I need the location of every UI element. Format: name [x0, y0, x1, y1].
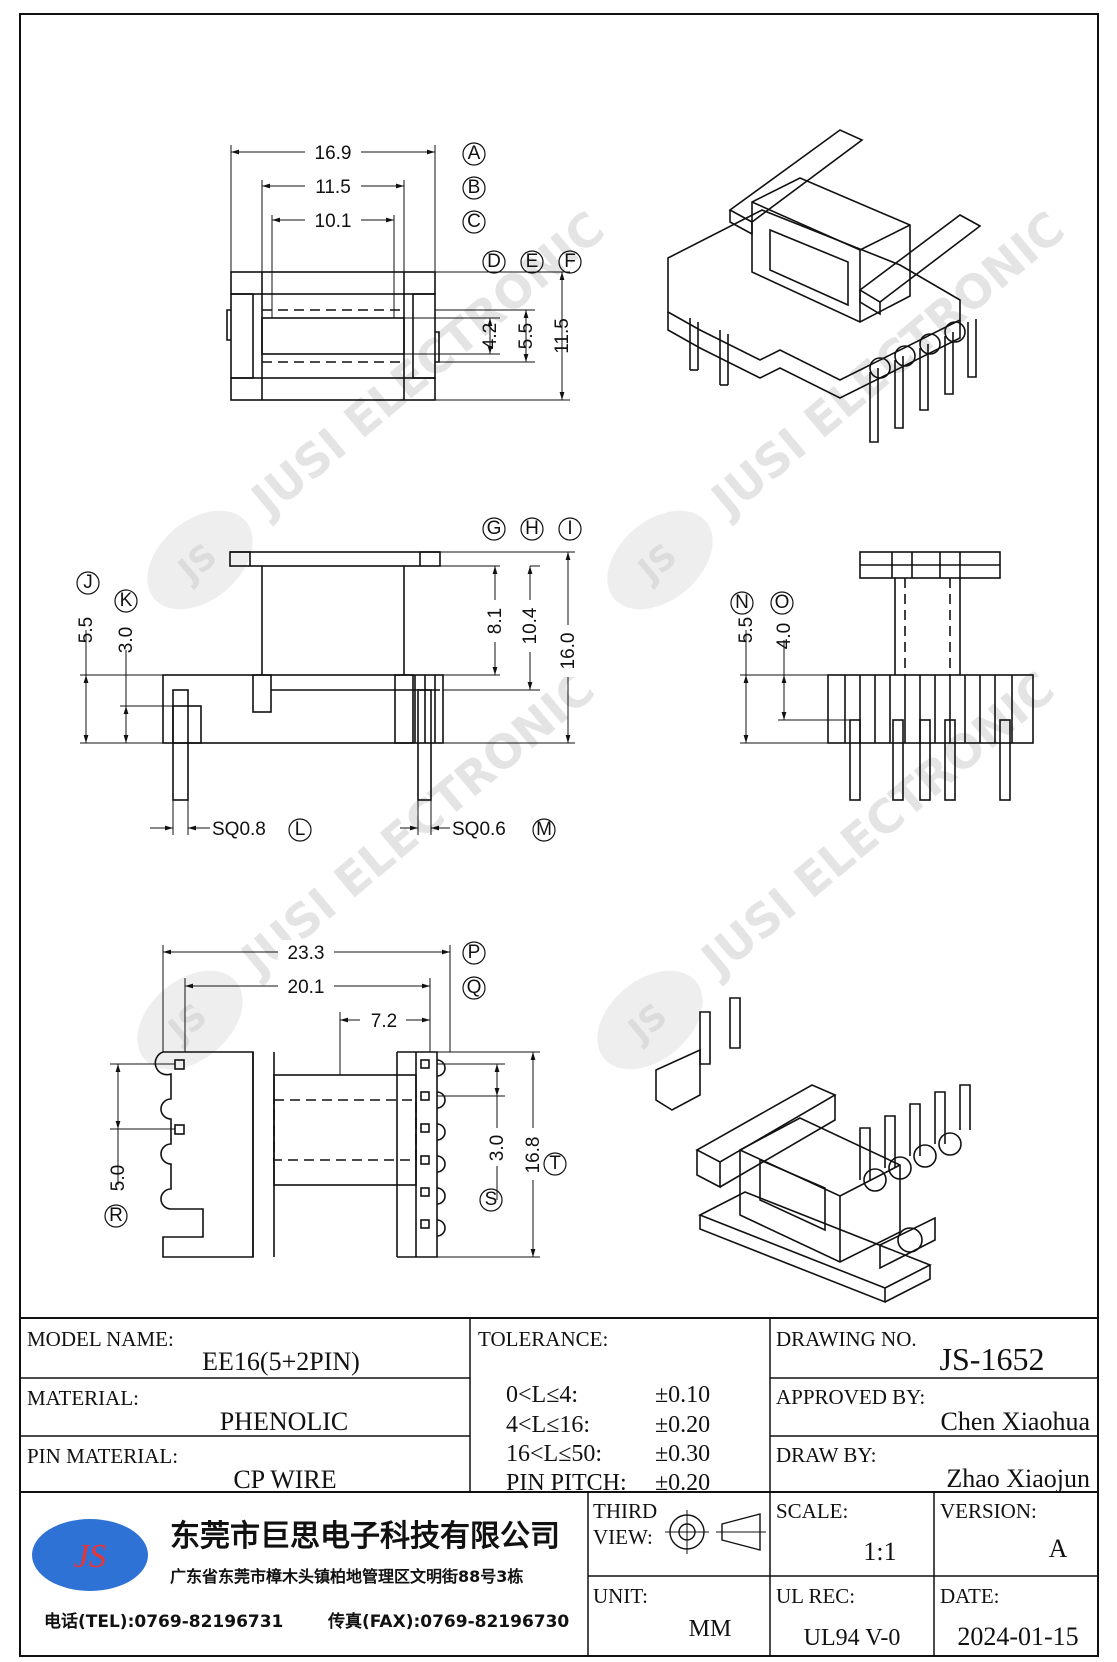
- callout-d: D: [487, 251, 501, 272]
- company-tel: 电话(TEL):0769-82196731: [44, 1611, 283, 1632]
- callout-f: F: [564, 251, 576, 272]
- dim-3-0-bottom: 3.0: [487, 1135, 508, 1161]
- callout-r: R: [109, 1205, 123, 1226]
- dim-7-2: 7.2: [371, 1011, 397, 1032]
- drawing-no-value: JS-1652: [940, 1341, 1045, 1377]
- third-view-label: THIRD: [593, 1499, 657, 1523]
- drawn-by-value: Zhao Xiaojun: [946, 1464, 1090, 1493]
- approved-by-value: Chen Xiaohua: [941, 1407, 1091, 1436]
- callout-a: A: [468, 143, 481, 164]
- callout-p: P: [468, 942, 481, 963]
- callout-k: K: [120, 590, 133, 611]
- dim-4-2: 4.2: [480, 323, 501, 349]
- dim-sq0-6: SQ0.6: [452, 819, 506, 840]
- title-block-text: MODEL NAME: EE16(5+2PIN) MATERIAL: PHENO…: [27, 1327, 1090, 1651]
- sheet-border: [19, 13, 1099, 1657]
- company-address: 广东省东莞市樟木头镇柏地管理区文明街88号3栋: [170, 1567, 523, 1586]
- version-value: A: [1049, 1534, 1068, 1563]
- callout-i: I: [567, 518, 572, 539]
- dim-20-1: 20.1: [288, 977, 325, 998]
- third-view-label-2: VIEW:: [593, 1525, 653, 1549]
- tolerance-value-4: ±0.20: [655, 1470, 710, 1496]
- watermark: JS JUSI ELECTRONIC JS JUSI ELECTRONIC JS…: [137, 201, 1075, 1070]
- dim-sq0-8: SQ0.8: [212, 819, 266, 840]
- unit-label: UNIT:: [593, 1584, 648, 1608]
- dim-16-9: 16.9: [315, 143, 352, 164]
- end-view: 5.5 4.0 N O: [730, 551, 1034, 801]
- company-name: 东莞市巨思电子科技有限公司: [170, 1519, 560, 1554]
- watermark-text: JUSI ELECTRONIC: [239, 201, 615, 528]
- company-fax: 传真(FAX):0769-82196730: [327, 1611, 569, 1632]
- approved-by-label: APPROVED BY:: [776, 1385, 925, 1409]
- dim-11-5: 11.5: [315, 177, 351, 198]
- callout-c: C: [467, 211, 481, 232]
- tolerance-label: TOLERANCE:: [478, 1327, 608, 1351]
- callout-e: E: [526, 251, 539, 272]
- callout-l: L: [295, 819, 306, 840]
- isometric-view-top: [667, 129, 982, 443]
- date-label: DATE:: [940, 1584, 1000, 1608]
- dim-5-0: 5.0: [108, 1165, 129, 1191]
- callout-o: O: [775, 592, 790, 613]
- dim-10-4: 10.4: [520, 607, 541, 644]
- company-logo-text: JS: [74, 1538, 106, 1575]
- callout-q: Q: [467, 977, 482, 998]
- dim-10-1: 10.1: [315, 211, 352, 232]
- tolerance-range-3: 16<L≤50:: [506, 1441, 602, 1467]
- scale-label: SCALE:: [776, 1499, 848, 1523]
- dim-5-5-end: 5.5: [736, 617, 757, 643]
- tolerance-range-4: PIN PITCH:: [506, 1470, 627, 1496]
- title-block: [20, 1317, 1098, 1656]
- dim-16-0: 16.0: [558, 633, 579, 670]
- callout-g: G: [487, 518, 502, 539]
- company-logo: [32, 1519, 148, 1591]
- tolerance-range-2: 4<L≤16:: [506, 1412, 590, 1438]
- callout-n: N: [735, 592, 749, 613]
- third-angle-symbol-icon: [665, 1510, 766, 1554]
- scale-value: 1:1: [863, 1537, 896, 1566]
- unit-value: MM: [689, 1616, 732, 1642]
- tolerance-value-3: ±0.30: [655, 1441, 710, 1467]
- pin-material-label: PIN MATERIAL:: [27, 1444, 178, 1468]
- callout-h: H: [525, 518, 539, 539]
- drawing-no-label: DRAWING NO.: [776, 1327, 917, 1351]
- version-label: VERSION:: [940, 1499, 1037, 1523]
- drawn-by-label: DRAW BY:: [776, 1443, 876, 1467]
- dim-4-0-end: 4.0: [774, 623, 795, 649]
- ul-rec-label: UL REC:: [776, 1584, 855, 1608]
- dim-5-5: 5.5: [516, 323, 537, 349]
- top-view: 16.9 11.5 10.1 4.2 5.5 11.5 A B C D E: [226, 140, 582, 401]
- dim-11-5-vertical: 11.5: [552, 318, 573, 354]
- pin-material-value: CP WIRE: [233, 1465, 336, 1494]
- dim-16-8: 16.8: [523, 1137, 544, 1174]
- side-view: 5.5 3.0 8.1 10.4 16.0 SQ0.8: [76, 517, 582, 842]
- isometric-view-bottom: [655, 997, 971, 1304]
- model-name-value: EE16(5+2PIN): [202, 1347, 360, 1376]
- callout-t: T: [549, 1153, 561, 1174]
- ul-rec-value: UL94 V-0: [804, 1625, 901, 1651]
- bottom-view: 23.3 20.1 7.2 5.0 3.0 16.8: [104, 940, 567, 1258]
- tolerance-value-1: ±0.10: [655, 1382, 710, 1408]
- watermark-text: JUSI ELECTRONIC: [699, 201, 1075, 528]
- dim-23-3: 23.3: [288, 943, 325, 964]
- material-label: MATERIAL:: [27, 1386, 139, 1410]
- callout-m: M: [536, 819, 552, 840]
- model-name-label: MODEL NAME:: [27, 1327, 174, 1351]
- dim-3-0-side: 3.0: [116, 627, 137, 653]
- callout-j: J: [83, 572, 93, 593]
- tolerance-value-2: ±0.20: [655, 1412, 710, 1438]
- dim-5-5-side: 5.5: [76, 617, 97, 643]
- callout-b: B: [468, 177, 481, 198]
- watermark-text: JUSI ELECTRONIC: [689, 661, 1065, 988]
- tolerance-range-1: 0<L≤4:: [506, 1382, 578, 1408]
- callout-s: S: [485, 1189, 498, 1210]
- dim-8-1: 8.1: [485, 608, 506, 634]
- date-value: 2024-01-15: [957, 1622, 1078, 1651]
- material-value: PHENOLIC: [220, 1407, 349, 1436]
